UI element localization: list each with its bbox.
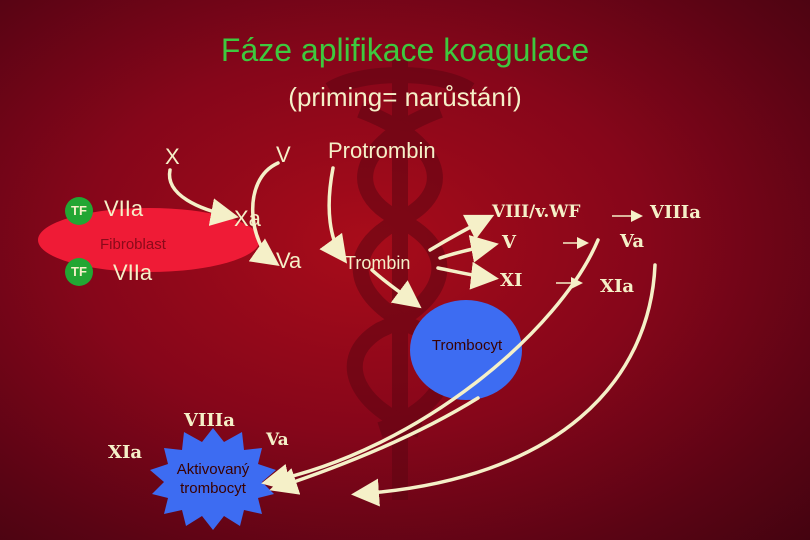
v-right-label: V [502,232,516,253]
viiia-right-label: VIIIa [650,202,701,223]
arrow-protrombin-to-trombin [319,166,348,264]
tf-badge-top: TF [65,197,93,225]
viia-bottom-label: VIIa [113,260,153,285]
xia-bottom-label: XIa [108,442,143,463]
trombocyt-circle [410,300,522,400]
factor-x-label: X [165,144,180,169]
fibroblast-label: Fibroblast [100,236,166,253]
xia-right-label: XIa [600,276,635,297]
arrow-trombocyt-to-activated [269,396,480,495]
trombin-label: Trombin [345,253,411,273]
arrow-trombin-to-trombocyt [370,268,422,309]
factor-v-label: V [276,142,291,167]
arrow-va-to-activated [261,238,600,492]
trombocyt-label: Trombocyt [431,337,503,354]
va-label: Va [276,248,302,273]
xa-label: Xa [234,206,261,231]
va-right-label: Va [620,231,644,252]
arrow-trombin-to-v [438,235,499,263]
arrow-x-to-xa [167,168,239,226]
protrombin-label: Protrombin [328,138,436,163]
activated-trombocyt-label-2: trombocyt [180,480,246,497]
arrow-v-to-va [248,161,280,267]
slide-subtitle: (priming= narůstání) [288,82,522,112]
viii-vwf-label: VIII/v.WF [492,202,581,222]
slide-title: Fáze aplifikace koagulace [220,32,590,68]
tf-badge-bottom: TF [65,258,93,286]
arrow-xia-to-activated [351,263,657,507]
activated-trombocyt-label-1: Aktivovaný [176,461,250,478]
arrow-trombin-to-viii [428,214,495,252]
arrow-trombin-to-xi [436,261,499,290]
xi-label: XI [500,270,523,291]
va-bottom-label: Va [266,430,289,450]
viia-top-label: VIIa [104,196,144,221]
viiia-bottom-label: VIIIa [184,410,235,431]
